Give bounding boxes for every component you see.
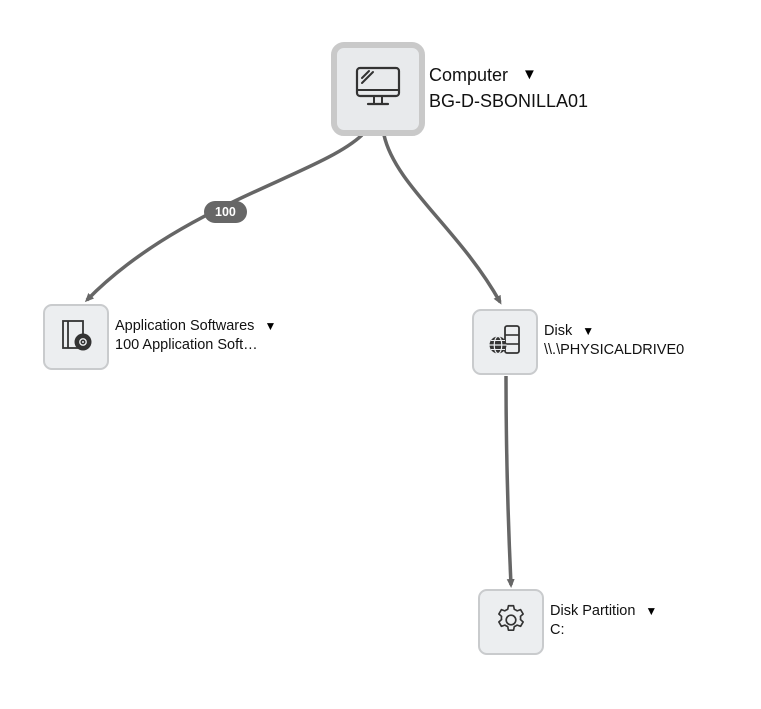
software-box-icon bbox=[59, 318, 93, 357]
edge-disk-to-partition[interactable] bbox=[504, 375, 515, 588]
node-disk-name: \\.\PHYSICALDRIVE0 bbox=[544, 342, 685, 358]
node-partition-name: C: bbox=[550, 622, 565, 638]
edge-computer-to-apps[interactable] bbox=[84, 133, 364, 303]
edge-computer-to-disk[interactable] bbox=[382, 134, 502, 305]
node-partition-type: Disk Partition bbox=[550, 603, 636, 619]
node-disk-type: Disk bbox=[544, 323, 573, 339]
node-partition-box[interactable] bbox=[478, 589, 544, 655]
disk-server-icon bbox=[487, 322, 523, 363]
node-computer-caret-icon[interactable]: ▼ bbox=[522, 66, 537, 83]
node-apps-type: Application Softwares bbox=[115, 318, 255, 334]
edge-count-badge[interactable]: 100 bbox=[204, 201, 247, 223]
node-computer-box[interactable] bbox=[331, 42, 425, 136]
node-disk-caret-icon[interactable]: ▼ bbox=[582, 324, 595, 338]
node-disk: Disk ▼ \\.\PHYSICALDRIVE0 bbox=[472, 309, 684, 375]
node-computer-name: BG-D-SBONILLA01 bbox=[429, 91, 589, 111]
node-computer: Computer ▼ BG-D-SBONILLA01 bbox=[331, 42, 588, 136]
node-partition: Disk Partition ▼ C: bbox=[478, 589, 657, 655]
node-disk-box[interactable] bbox=[472, 309, 538, 375]
node-apps: Application Softwares ▼ 100 Application … bbox=[43, 304, 276, 370]
gear-icon bbox=[493, 602, 529, 643]
node-apps-caret-icon[interactable]: ▼ bbox=[264, 319, 277, 333]
node-apps-label: Application Softwares ▼ 100 Application … bbox=[115, 317, 276, 355]
node-computer-label: Computer ▼ BG-D-SBONILLA01 bbox=[429, 62, 588, 114]
node-computer-type: Computer bbox=[429, 65, 509, 85]
node-apps-box[interactable] bbox=[43, 304, 109, 370]
monitor-icon bbox=[354, 63, 402, 116]
node-partition-label: Disk Partition ▼ C: bbox=[550, 602, 657, 640]
node-disk-label: Disk ▼ \\.\PHYSICALDRIVE0 bbox=[544, 322, 684, 360]
node-partition-caret-icon[interactable]: ▼ bbox=[645, 604, 658, 618]
node-apps-name: 100 Application Soft… bbox=[115, 337, 258, 353]
